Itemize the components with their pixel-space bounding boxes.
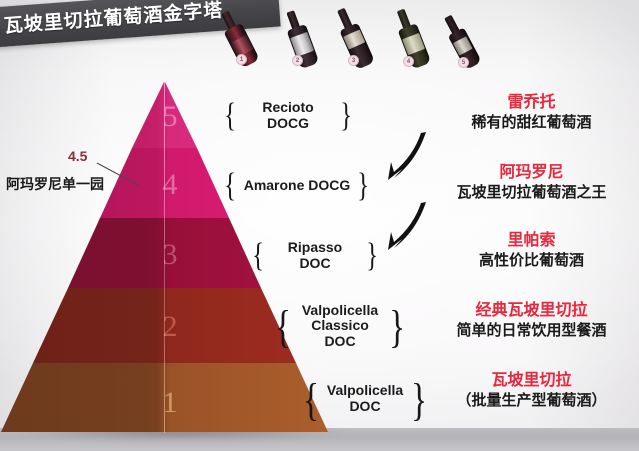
tier-4-title-cn: 阿玛罗尼 — [499, 164, 564, 181]
right-brace-icon: } — [339, 97, 352, 134]
tier-3-desc-cn: 高性价比葡萄酒 — [478, 251, 584, 269]
callout-leader-line — [96, 162, 141, 187]
description-block-2: 经典瓦坡里切拉 简单的日常饮用型餐酒 — [424, 302, 639, 340]
ground-strip — [0, 428, 639, 451]
tier-3-number: 3 — [162, 238, 178, 271]
tier-name-2: { Valpolicella Classico DOC } — [272, 301, 408, 352]
tier-name-4: { Amarone DOCG } — [222, 167, 372, 204]
tier-name-1: { Valpolicella DOC } — [302, 374, 428, 425]
bottle-row: 1 2 3 4 5 — [221, 0, 482, 78]
tier-2-number: 2 — [162, 310, 178, 343]
description-block-5: 雷乔托 稀有的甜红葡萄酒 — [424, 94, 639, 132]
tier-name-5: { Recioto DOCG } — [222, 97, 354, 134]
left-brace-icon: { — [224, 97, 237, 134]
tier-4-number: 4 — [162, 168, 178, 201]
pyramid-center-edge — [164, 78, 165, 433]
tier-4-desc-cn: 瓦坡里切拉葡萄酒之王 — [456, 183, 607, 201]
bottle-number-5: 5 — [458, 57, 469, 68]
bottle-number-4: 4 — [403, 56, 414, 67]
tier-5-desc-cn: 稀有的甜红葡萄酒 — [471, 113, 592, 131]
left-brace-icon: { — [224, 167, 237, 204]
right-brace-icon: } — [357, 167, 370, 204]
bottle-number-1: 1 — [236, 54, 247, 65]
arrow-down-left-2 — [388, 202, 426, 250]
description-block-4: 阿玛罗尼 瓦坡里切拉葡萄酒之王 — [424, 164, 639, 202]
tier-1-number: 1 — [162, 386, 178, 419]
right-brace-icon: } — [411, 373, 428, 425]
bottle-number-3: 3 — [348, 55, 359, 66]
tier-2-name: Valpolicella Classico DOC — [301, 301, 379, 349]
bottle-number-2: 2 — [292, 55, 303, 66]
tier-5-name: Recioto DOCG — [262, 99, 314, 131]
tier-3-title-cn: 里帕索 — [507, 232, 556, 249]
tier-1-name: Valpolicella DOC — [326, 382, 404, 414]
description-block-3: 里帕索 高性价比葡萄酒 — [424, 232, 639, 270]
callout-value: 4.5 — [68, 148, 88, 164]
left-brace-icon: { — [302, 373, 319, 425]
wine-pyramid: 5 4 3 2 1 — [0, 78, 340, 433]
right-brace-icon: } — [388, 300, 405, 352]
tier-4-name: Amarone DOCG — [243, 177, 351, 194]
tier-5-number: 5 — [162, 100, 178, 133]
tier-3-name: Ripasso DOC — [287, 239, 343, 271]
tier-1-title-cn: 瓦坡里切拉 — [491, 372, 572, 389]
tier-2-desc-cn: 简单的日常饮用型餐酒 — [456, 321, 607, 339]
tier-1-desc-cn: （批量生产型葡萄酒） — [456, 391, 607, 409]
right-brace-icon: } — [365, 237, 378, 274]
left-brace-icon: { — [275, 300, 292, 352]
left-brace-icon: { — [252, 237, 265, 274]
arrow-down-left-1 — [388, 132, 426, 180]
description-block-1: 瓦坡里切拉 （批量生产型葡萄酒） — [424, 372, 639, 410]
tier-5-title-cn: 雷乔托 — [507, 94, 556, 111]
tier-name-3: { Ripasso DOC } — [250, 237, 380, 274]
tier-2-title-cn: 经典瓦坡里切拉 — [475, 302, 588, 319]
callout-label: 阿玛罗尼单一园 — [6, 176, 104, 192]
